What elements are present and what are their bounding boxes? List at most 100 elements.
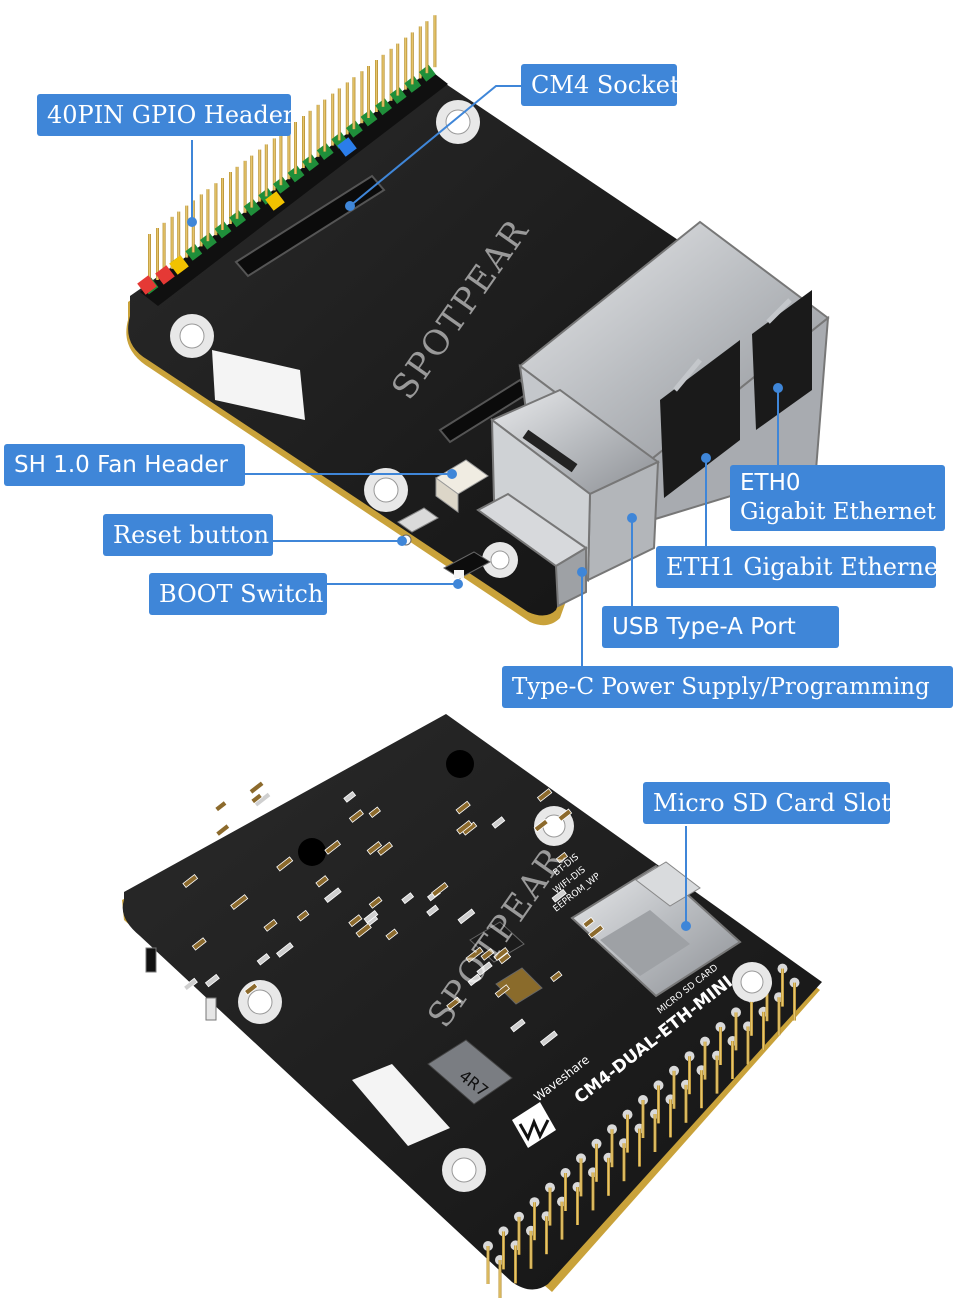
pin-leg [641, 1100, 645, 1138]
callout-gpio-header: 40PIN GPIO Header [37, 94, 294, 136]
smd-part [215, 823, 231, 837]
smd-part [276, 942, 294, 958]
pin-leg [517, 1216, 521, 1255]
gpio-pin [221, 178, 224, 230]
gpio-header [137, 15, 448, 306]
pin-leg [486, 1246, 490, 1284]
pin-leg [765, 983, 769, 1022]
pin-leg [715, 1055, 719, 1094]
pin-leg [502, 1231, 505, 1270]
gpio-pin-row [483, 963, 800, 1298]
usb-c-connector [476, 492, 588, 608]
gpio-pin [352, 77, 356, 130]
gpio-pin [337, 88, 341, 141]
smd-part [214, 800, 228, 813]
mounting-hole [436, 100, 480, 144]
smd-part [493, 947, 509, 961]
gpio-pin [345, 82, 349, 135]
pin-leg [638, 1128, 641, 1167]
pin-leg [684, 1084, 688, 1123]
smd-part [446, 996, 462, 1011]
pin-leg [762, 1011, 765, 1050]
gpio-pin [367, 66, 370, 118]
smd-part [385, 928, 399, 941]
gpio-pin [148, 234, 151, 286]
smd-part [363, 910, 379, 924]
pin-leg [529, 1230, 533, 1269]
pin-leg [560, 1201, 564, 1240]
gpio-pin [206, 189, 210, 242]
eth1-port [660, 340, 740, 498]
smd-part [491, 816, 506, 829]
smd-part [366, 841, 383, 855]
smd-part [182, 873, 199, 889]
mounting-hole [732, 962, 772, 1002]
smd-part [263, 918, 278, 932]
gpio-pin [243, 160, 247, 213]
pin-leg [514, 1245, 517, 1284]
pin-leg [564, 1173, 567, 1211]
gpio-pin [199, 194, 203, 247]
callout-micro-sd: Micro SD Card Slot [643, 782, 891, 824]
gpio-pin [272, 138, 276, 191]
callout-eth0-line2: Gigabit Ethernet [740, 499, 936, 525]
boot-switch [443, 551, 491, 579]
pin-leg [781, 968, 784, 1007]
smd-part [296, 909, 310, 922]
gpio-pin [264, 144, 268, 197]
smd-part [315, 875, 329, 888]
gpio-pin [235, 166, 239, 219]
callout-eth0-line1: ETH0 [740, 470, 801, 496]
mounting-hole [442, 1148, 486, 1192]
smd-part [343, 790, 357, 803]
smd-part [480, 948, 495, 961]
smd-part [324, 839, 342, 855]
mounting-hole [364, 468, 408, 512]
side-switch [145, 947, 157, 973]
pin-leg [657, 1085, 660, 1124]
top-board [126, 15, 830, 626]
smd-part [230, 894, 249, 911]
pin-leg [533, 1202, 536, 1241]
smd-part [250, 792, 263, 805]
gpio-pin [185, 205, 189, 258]
pin-leg [700, 1070, 703, 1109]
mounting-hole [238, 980, 282, 1024]
pin-leg [731, 1041, 734, 1079]
smd-part [256, 953, 271, 966]
mounting-hole [482, 542, 518, 578]
gpio-pin [396, 43, 400, 96]
gpio-pin [418, 26, 422, 79]
gpio-pin [433, 15, 437, 68]
pin-leg [703, 1041, 707, 1080]
pin-leg [672, 1070, 676, 1109]
smd-part [276, 856, 294, 872]
callout-fan-header: SH 1.0 Fan Header [4, 444, 245, 486]
smd-part [557, 808, 573, 822]
smd-part [248, 780, 265, 795]
smd-part [510, 1018, 526, 1033]
cm4-connector [234, 174, 386, 278]
smd-part [587, 924, 605, 939]
smd-part [191, 937, 207, 951]
smd-part [401, 892, 415, 905]
gpio-pin [170, 216, 174, 269]
smd-part [182, 977, 198, 992]
smd-part [467, 973, 482, 987]
smd-part [536, 788, 553, 803]
gpio-pin [410, 32, 414, 85]
gpio-pin [375, 60, 378, 112]
pin-leg [734, 1012, 738, 1051]
gpio-pin [258, 149, 262, 202]
smd-part [243, 982, 259, 996]
pin-leg [777, 997, 781, 1036]
pin-leg [548, 1187, 552, 1226]
usb-a-connector [490, 388, 660, 583]
leader-lines [187, 85, 783, 931]
label-pad [212, 350, 305, 420]
pin-leg [545, 1216, 548, 1255]
pin-leg [622, 1143, 626, 1182]
pin-leg [669, 1099, 672, 1138]
smd-part [456, 820, 473, 835]
